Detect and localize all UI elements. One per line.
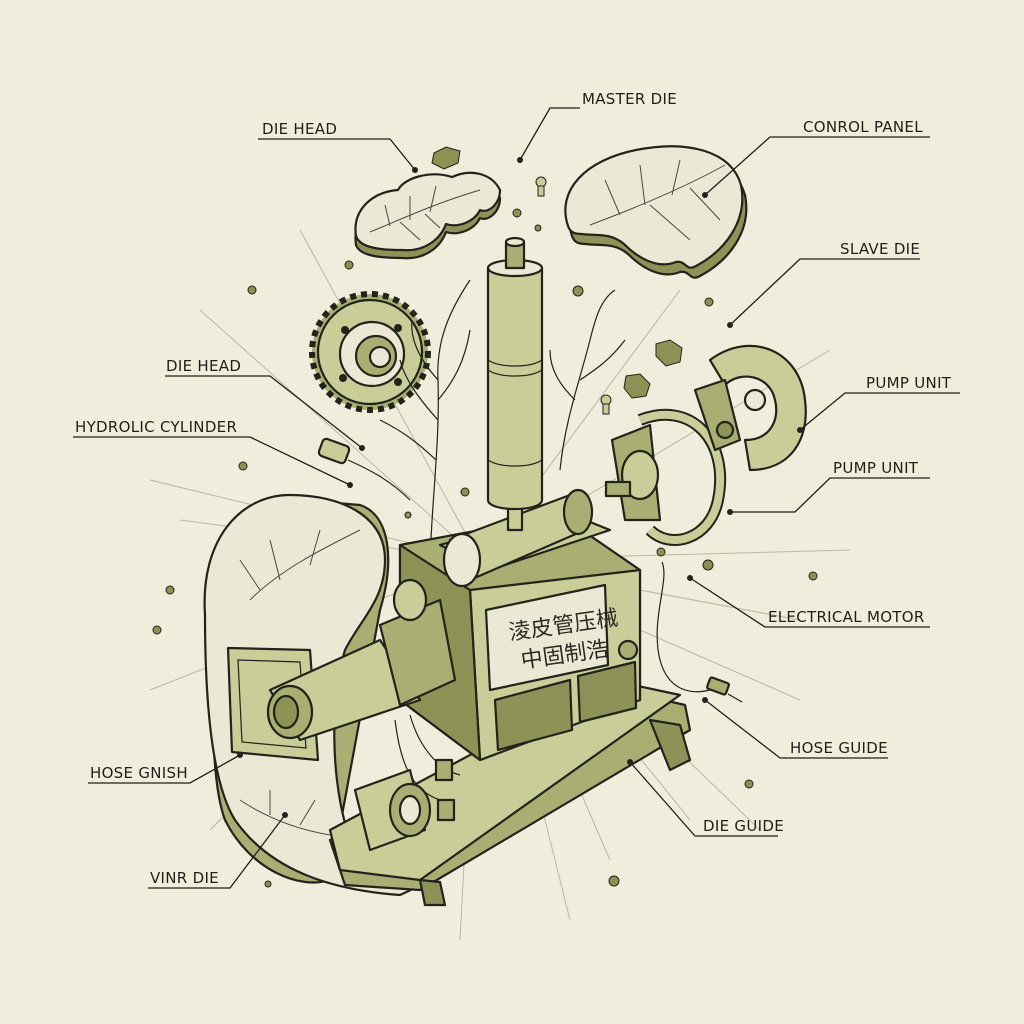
label-pump-unit-1: PUMP UNIT: [866, 374, 952, 392]
pump-unit-clamp: [693, 344, 807, 472]
label-slave-die: SLAVE DIE: [840, 240, 920, 258]
electrical-cable: [656, 561, 743, 703]
master-die-cylinder: [486, 236, 544, 532]
bottom-coupling: [353, 758, 456, 852]
label-vinr-die: VINR DIE: [150, 869, 219, 887]
label-hose-gnish: HOSE GNISH: [90, 764, 188, 782]
label-conrol-panel: CONROL PANEL: [803, 118, 923, 136]
gear-wheel: [309, 291, 431, 413]
leader-dots: [237, 157, 803, 818]
tree-branches: [379, 279, 626, 561]
shaft-assembly: [266, 578, 461, 801]
control-panel-leaf: [564, 145, 748, 279]
label-hose-guide: HOSE GUIDE: [790, 739, 888, 757]
label-die-head-top: DIE HEAD: [262, 120, 337, 138]
label-die-head-left: DIE HEAD: [166, 357, 241, 375]
hose-fitting: [317, 437, 411, 501]
label-electrical-motor: ELECTRICAL MOTOR: [768, 608, 925, 626]
leader-lines: [73, 107, 960, 889]
label-master-die: MASTER DIE: [582, 90, 677, 108]
labels: MASTER DIE DIE HEAD CONROL PANEL SLAVE D…: [75, 90, 952, 887]
pump-unit-ring: [604, 408, 727, 546]
top-roller: [442, 488, 594, 588]
label-pump-unit-2: PUMP UNIT: [833, 459, 919, 477]
label-die-guide: DIE GUIDE: [703, 817, 784, 835]
die-head-leaf: [354, 171, 502, 260]
label-hydrolic-cylinder: HYDROLIC CYLINDER: [75, 418, 237, 436]
